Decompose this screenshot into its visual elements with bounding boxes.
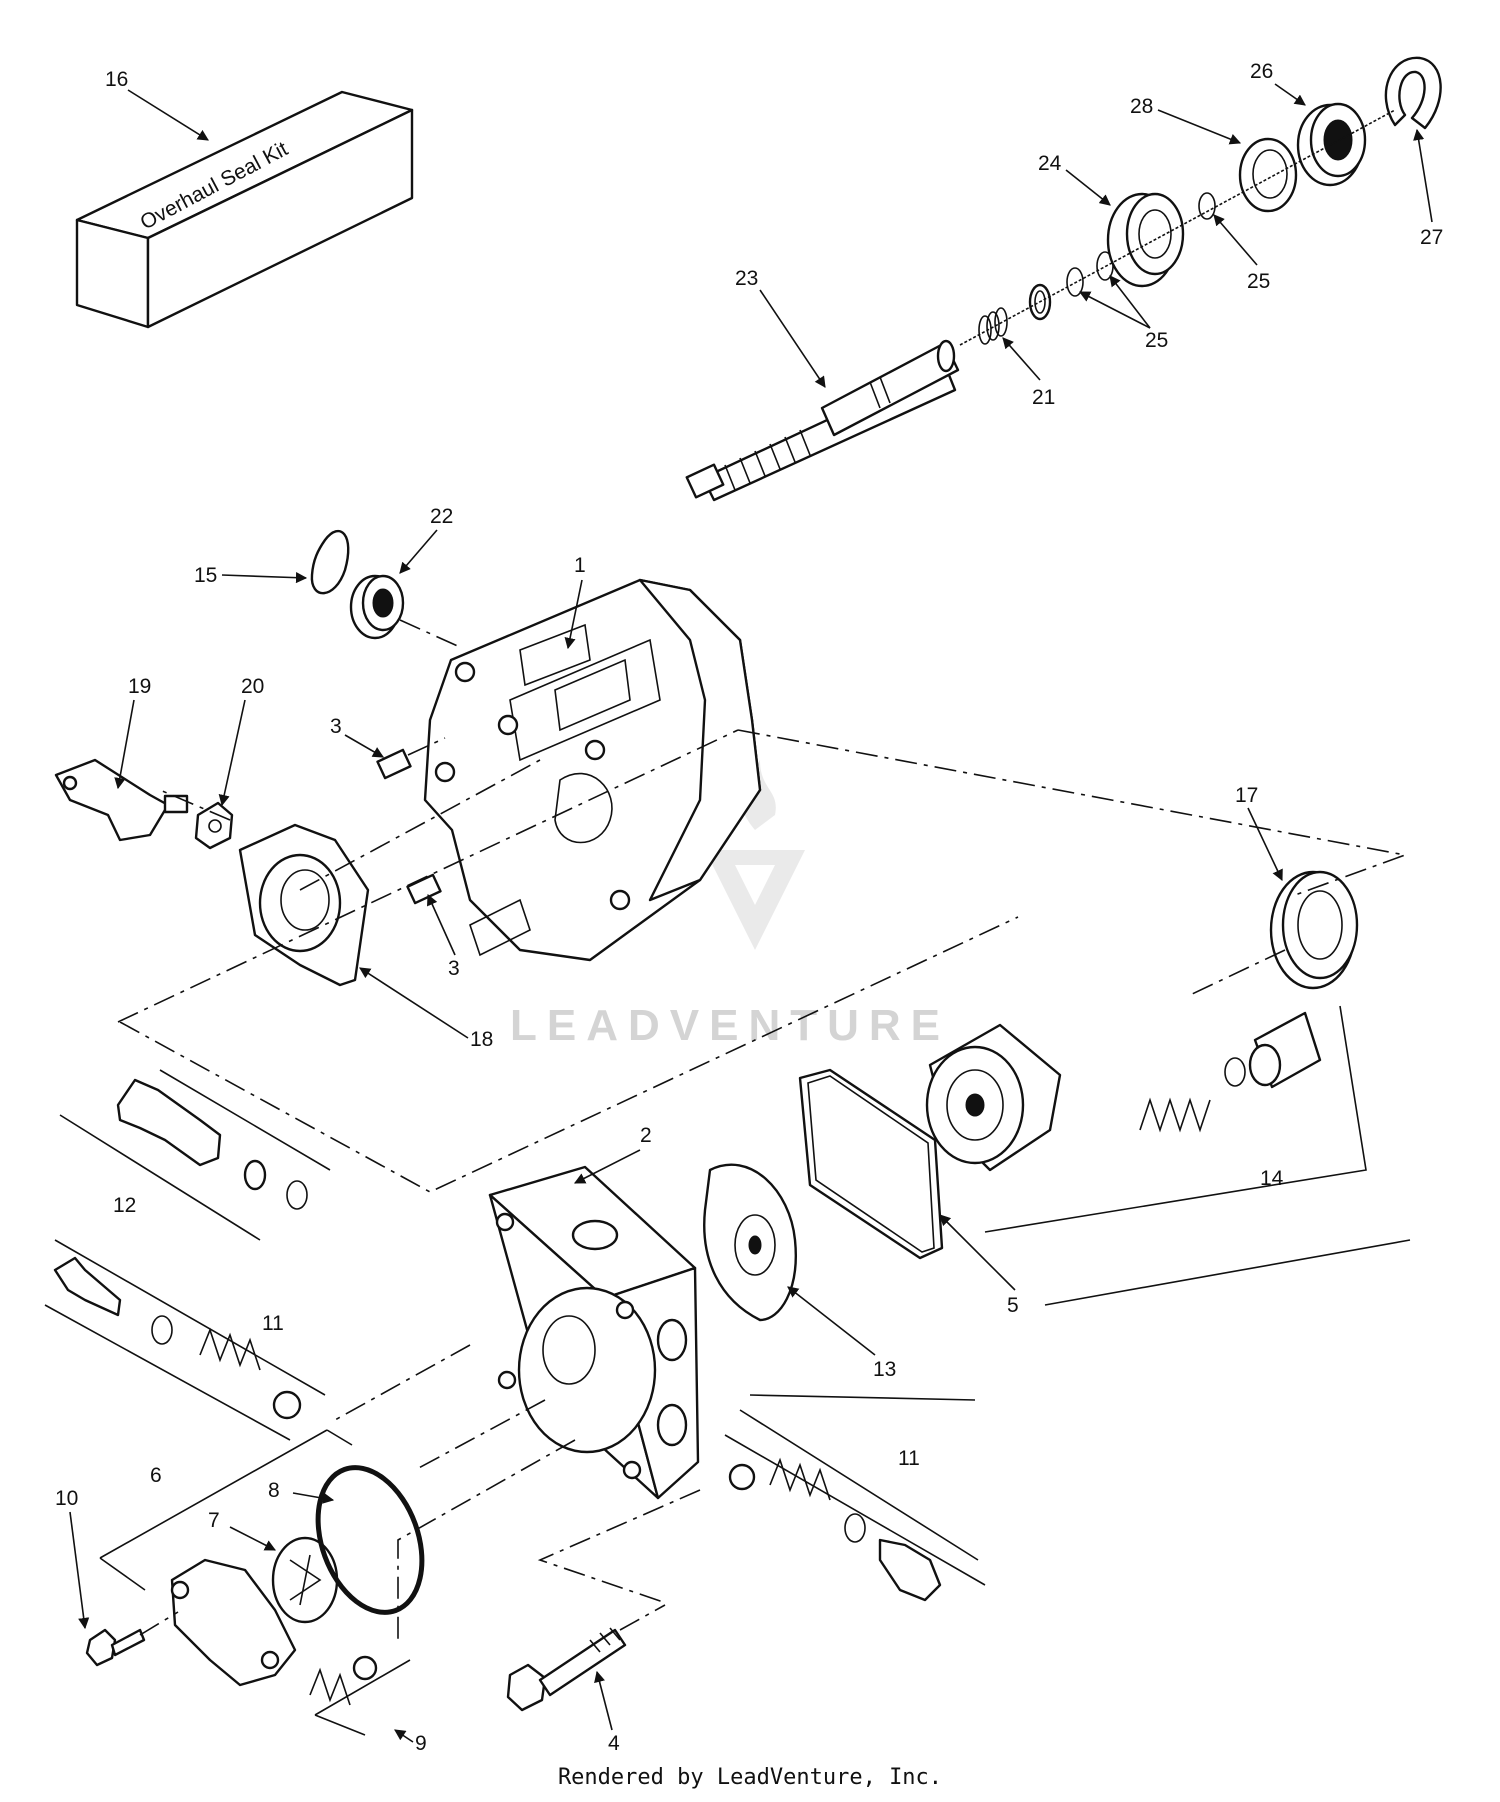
washer-28 [1238,137,1298,213]
pump-shaft [685,339,960,502]
dowel-pin-lower [406,873,442,905]
callout-11b: 11 [898,1447,920,1470]
callout-1: 1 [574,554,586,577]
callout-2: 2 [640,1124,652,1147]
callout-13: 13 [873,1358,896,1381]
callout-8: 8 [268,1479,280,1502]
retaining-ring-25a [1066,267,1084,297]
nut-20 [194,801,234,850]
check-valve-11-left [53,1256,302,1420]
callout-28: 28 [1130,95,1153,118]
gasket-5 [798,1068,944,1260]
callout-11a: 11 [262,1312,284,1335]
ball-bearing [1106,192,1185,288]
callout-24: 24 [1038,152,1062,175]
pump-housing [423,578,762,962]
cylinder-block [925,1023,1062,1172]
footer-credit: Rendered by LeadVenture, Inc. [557,1765,943,1790]
gerotor-7 [271,1536,339,1624]
callout-26: 26 [1250,60,1273,83]
dowel-pin-upper [376,748,412,780]
callout-16: 16 [105,68,128,91]
valve-plate-13 [703,1163,797,1322]
callout-25a: 25 [1247,270,1270,293]
callout-3b: 3 [448,957,460,980]
callout-21: 21 [1032,386,1055,409]
callout-10: 10 [55,1487,78,1510]
retaining-ring-15 [310,529,350,595]
callout-25b: 25 [1145,329,1168,352]
piston-sleeve [1248,1011,1322,1089]
o-ring-8 [315,1465,425,1615]
callout-27: 27 [1420,226,1443,249]
callout-20: 20 [241,675,264,698]
cap-screw-10 [85,1628,146,1667]
callout-4: 4 [608,1732,620,1755]
center-section-2 [488,1165,700,1500]
callout-6: 6 [150,1464,162,1487]
shaft-spring-clip [978,307,1008,345]
callout-12: 12 [113,1194,136,1217]
roller-bearing-17 [1269,870,1359,990]
callout-14: 14 [1260,1167,1284,1190]
relief-valve-12 [116,1078,308,1210]
spring-washer [1224,1057,1246,1087]
housing-seal-22 [349,574,405,640]
overhaul-seal-kit-box: Overhaul Seal Kit [75,90,414,329]
callout-17: 17 [1235,784,1258,807]
swashplate-18 [238,823,370,987]
callout-22: 22 [430,505,453,528]
spring-ball-9 [309,1655,378,1706]
check-valve-11-right [728,1457,942,1602]
callout-19: 19 [128,675,151,698]
callout-18: 18 [470,1028,493,1051]
callout-3a: 3 [330,715,342,738]
hex-bolt-4 [506,1627,627,1712]
callout-15: 15 [194,564,217,587]
callout-9: 9 [415,1732,427,1755]
watermark-text: LEADVENTURE [510,1001,950,1050]
charge-pump-cover [170,1558,297,1687]
retaining-ring-25c [1198,192,1216,220]
callout-23: 23 [735,267,758,290]
piston-spring [1139,1097,1211,1133]
callout-7: 7 [208,1509,220,1532]
retaining-ring-27 [1384,56,1442,130]
callout-5: 5 [1007,1294,1019,1317]
